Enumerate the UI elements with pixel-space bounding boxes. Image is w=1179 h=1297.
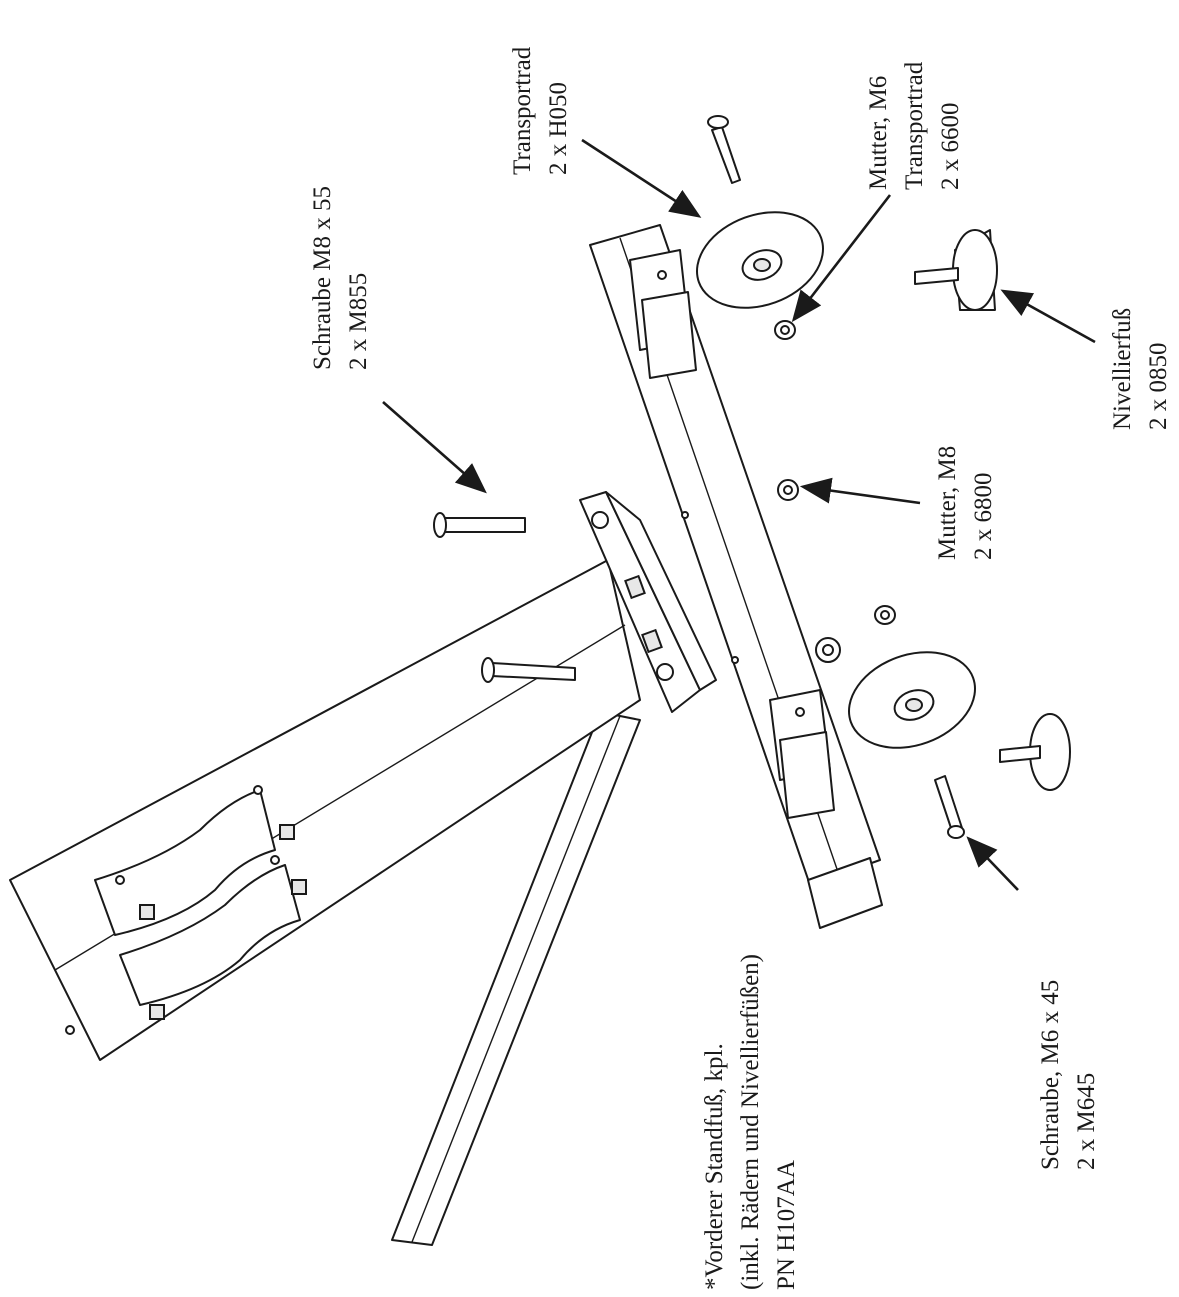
bolt-m6-lower [934, 775, 965, 839]
transport-wheel-lower [848, 651, 976, 749]
arrow-transportrad [581, 138, 702, 218]
arrow-mutter-m8 [799, 477, 921, 505]
label-vorderer-standfuss: *Vorderer Standfuß, kpl. (inkl. Rädern u… [701, 954, 800, 1290]
label-nivellierfuss-line1: Nivellierfuß [1109, 308, 1136, 430]
label-schraube-m645-line1: Schraube, M6 x 45 [1037, 980, 1064, 1170]
label-mutter-m6-line1: Mutter, M6 [865, 76, 892, 190]
label-mutter-m8: Mutter, M8 2 x 6800 [934, 446, 997, 560]
bolt-m8-upper [433, 512, 526, 538]
nut-m8 [777, 479, 799, 501]
leveling-foot-upper [914, 229, 998, 311]
label-nivellierfuss: Nivellierfuß 2 x 0850 [1109, 308, 1172, 430]
label-nivellierfuss-line2: 2 x 0850 [1145, 343, 1172, 431]
label-schraube-m645-line2: 2 x M645 [1073, 1073, 1100, 1170]
label-schraube-m645: Schraube, M6 x 45 2 x M645 [1037, 980, 1100, 1170]
label-schraube-m855-line1: Schraube M8 x 55 [309, 186, 336, 370]
label-mutter-m6-line2: Transportrad [901, 61, 928, 190]
label-standfuss-line3: PN H107AA [773, 1160, 800, 1290]
label-mutter-m6-line3: 2 x 6600 [937, 103, 964, 191]
arrow-schraube-m645 [966, 836, 1019, 891]
label-schraube-m855: Schraube M8 x 55 2 x M855 [309, 186, 372, 370]
label-transportrad: Transportrad 2 x H050 [509, 46, 572, 175]
label-standfuss-line2: (inkl. Rädern und Nivellierfüßen) [737, 954, 764, 1290]
label-transportrad-line2: 2 x H050 [545, 82, 572, 175]
bolt-m8-lower [481, 657, 576, 683]
mounting-bracket [579, 491, 717, 713]
transport-wheel-upper [696, 211, 824, 309]
label-mutter-m8-line2: 2 x 6800 [970, 473, 997, 561]
arrow-nivellierfuss [1000, 289, 1096, 344]
front-base-tube [589, 224, 883, 929]
label-mutter-m8-line1: Mutter, M8 [934, 446, 961, 560]
arrow-mutter-m6 [791, 194, 892, 323]
nuts-lower [815, 605, 896, 663]
label-transportrad-line1: Transportrad [509, 46, 536, 175]
label-schraube-m855-line2: 2 x M855 [345, 273, 372, 370]
bolt-m6-upper [707, 115, 741, 184]
main-frame-leg [9, 559, 641, 1246]
nut-m6-upper [774, 320, 796, 340]
label-mutter-m6: Mutter, M6 Transportrad 2 x 6600 [865, 61, 964, 190]
leveling-foot-lower [999, 713, 1071, 791]
label-standfuss-line1: *Vorderer Standfuß, kpl. [701, 1043, 728, 1290]
arrow-schraube-m855 [382, 401, 487, 494]
